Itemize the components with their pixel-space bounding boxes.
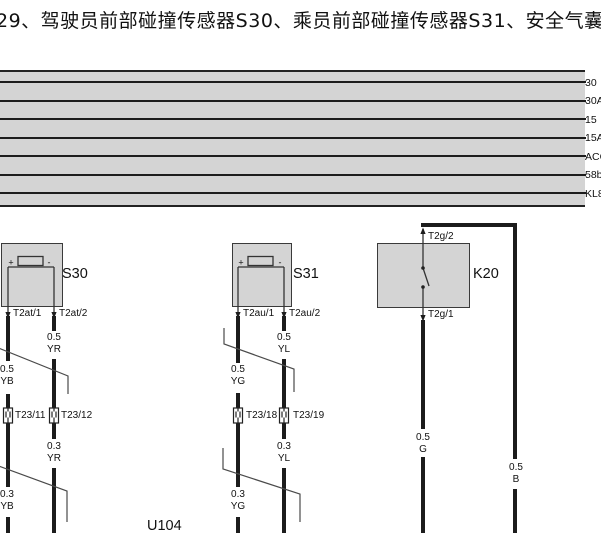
s30-label: S30 [62, 266, 88, 282]
s30-sensor-symbol [7, 255, 55, 313]
twisted-pair-marks [0, 328, 301, 522]
k20-switch-symbol [421, 229, 430, 317]
connector-label-t23-12: T23/12 [61, 410, 93, 421]
bus-label-15a: 15A [585, 132, 601, 144]
bus-bar-line-kl8 [0, 192, 586, 194]
sensor-box-s31 [232, 243, 292, 307]
bus-bar-line-58b [0, 173, 586, 176]
bus-label-acc: ACC [585, 150, 601, 163]
bus-label-30: 30 [585, 76, 597, 89]
s31-plus-sign: + [238, 258, 243, 268]
bus-bar-line-acc [0, 155, 586, 157]
pin-arrow-icons [5, 227, 426, 322]
bus-bar-line-15a [0, 136, 586, 139]
connector-label-t23-18: T23/18 [246, 410, 278, 421]
bus-bar-line-15 [0, 118, 586, 120]
s31-minus-sign: - [279, 258, 282, 268]
bus-label-30a: 30A [585, 95, 601, 107]
k20-label: K20 [473, 266, 499, 282]
diagram-title: 29、驾驶员前部碰撞传感器S30、乘员前部碰撞传感器S31、安全气囊控制器U10… [0, 10, 601, 32]
inline-connector-icons [2, 407, 290, 424]
s30-pin-right-label: T2at/2 [59, 308, 88, 319]
power-bus-band [0, 70, 585, 207]
s31-sensor-symbol [237, 255, 285, 313]
s30-minus-sign: - [48, 258, 51, 268]
bus-bar-line-30 [0, 81, 586, 83]
bus-label-kl8: KL8 [585, 187, 601, 200]
k20-feed-wire [421, 223, 517, 533]
s30-plus-sign: + [8, 258, 13, 268]
signal-wires [6, 316, 425, 533]
k20-pin-bottom-label: T2g/1 [428, 309, 454, 320]
connector-label-t23-19: T23/19 [293, 410, 325, 421]
s31-pin-right-label: T2au/2 [289, 308, 321, 319]
bus-bar-line-30a [0, 99, 586, 102]
bus-label-15: 15 [585, 113, 597, 126]
s31-label: S31 [293, 266, 319, 282]
s31-pin-left-label: T2au/1 [243, 308, 275, 319]
s30-pin-left-label: T2at/1 [13, 308, 42, 319]
k20-pin-top-label: T2g/2 [428, 231, 454, 242]
connector-label-t23-11: T23/11 [15, 410, 46, 421]
u104-label: U104 [147, 518, 182, 533]
sensor-box-s30 [1, 243, 63, 307]
bus-label-58b: 58b [585, 169, 601, 181]
